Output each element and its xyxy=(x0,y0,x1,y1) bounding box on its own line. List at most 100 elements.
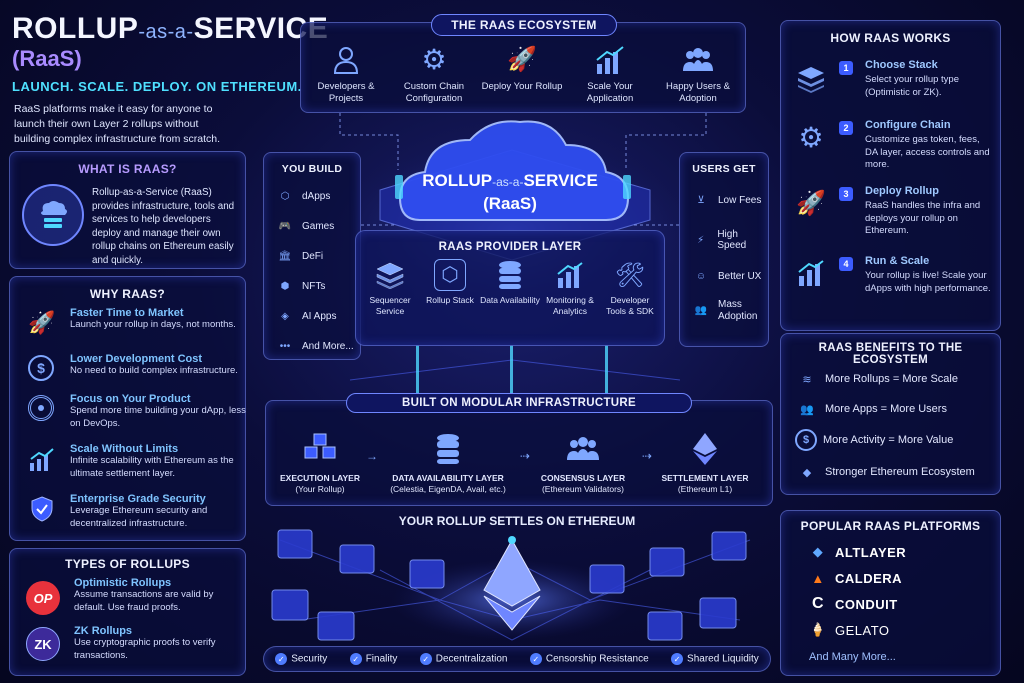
how-step-desc: Your rollup is live! Scale your dApps wi… xyxy=(865,270,991,294)
modular-item-execution: EXECUTION LAYER (Your Rollup) xyxy=(274,431,366,495)
feature-item: ✓Decentralization xyxy=(419,653,508,665)
check-icon: ✓ xyxy=(275,653,288,665)
why-item-title: Faster Time to Market xyxy=(70,307,184,319)
you-build-panel: YOU BUILD ⬡dApps 🎮Games 🏛DeFi ⬢NFTs ◈AI … xyxy=(263,152,361,360)
why-item-title: Focus on Your Product xyxy=(70,393,191,405)
benefit-label: More Rollups = More Scale xyxy=(825,373,958,385)
altlayer-logo-icon: ◆ xyxy=(812,544,824,559)
tagline: LAUNCH. SCALE. DEPLOY. ON ETHEREUM. xyxy=(12,79,302,94)
users-get-title: USERS GET xyxy=(692,163,756,175)
users-get-label: High Speed xyxy=(717,229,747,251)
you-build-item: 🏛 DeFi xyxy=(274,245,323,267)
modular-item-consensus: CONSENSUS LAYER (Ethereum Validators) xyxy=(528,431,638,495)
platform-item-gelato: 🍦GELATO xyxy=(807,619,890,641)
users-get-item: ☺Better UX xyxy=(690,265,761,287)
benefit-label: More Apps = More Users xyxy=(825,403,947,415)
modular-item-sub: (Celestia, EigenDA, Avail, etc.) xyxy=(390,484,506,494)
feature-label: Decentralization xyxy=(435,653,508,665)
types-of-rollups-panel: TYPES OF ROLLUPS OP Optimistic Rollups A… xyxy=(9,548,246,676)
benefit-item: ≋More Rollups = More Scale xyxy=(795,368,958,390)
stack-cloud-icon xyxy=(22,184,84,246)
users-get-label: Low Fees xyxy=(718,194,762,206)
zk-badge-icon: ZK xyxy=(26,627,60,661)
type-desc: Assume transactions are valid by default… xyxy=(74,589,214,613)
why-item-desc: Launch your rollup in days, not months. xyxy=(70,319,236,330)
down-arrow-circle-icon: ⊻ xyxy=(697,194,705,206)
type-desc: Use cryptographic proofs to verify trans… xyxy=(74,637,216,661)
feature-label: Shared Liquidity xyxy=(687,653,759,665)
what-is-raas-panel: WHAT IS RaaS? Rollup-as-a-Service (RaaS)… xyxy=(9,151,246,269)
platform-label: CALDERA xyxy=(835,570,903,586)
provider-layer-panel: RaaS PROVIDER LAYER Sequencer Service ⬡ … xyxy=(355,230,665,346)
feature-label: Censorship Resistance xyxy=(545,653,649,665)
type-title: ZK Rollups xyxy=(74,625,133,637)
modular-item-title: CONSENSUS LAYER xyxy=(540,473,626,483)
ethereum-icon: ◆ xyxy=(802,466,812,479)
layers-icon xyxy=(795,63,827,95)
title-part-as-a: -as-a- xyxy=(138,21,194,43)
how-step-desc: Select your rollup type (Optimistic or Z… xyxy=(865,74,959,98)
dollar-icon: $ xyxy=(28,355,54,381)
intro-description: RaaS platforms make it easy for anyone t… xyxy=(14,103,220,145)
provider-item: Sequencer Service xyxy=(360,259,420,317)
you-build-label: DeFi xyxy=(302,250,324,262)
page-subtitle: (RaaS) xyxy=(12,46,82,71)
cloud-title-rollup: ROLLUP xyxy=(422,171,493,190)
provider-title: RaaS PROVIDER LAYER xyxy=(438,241,582,253)
eco-step-label: Scale Your Application xyxy=(586,81,634,104)
arrow-right-icon: → xyxy=(366,449,378,463)
gear-icon: ⚙ xyxy=(421,44,447,75)
how-title: HOW RaaS WORKS xyxy=(830,31,951,45)
why-item-title: Enterprise Grade Security xyxy=(70,493,206,505)
why-item-desc: Infinite scalability with Ethereum as th… xyxy=(70,455,234,479)
users-group-icon xyxy=(681,43,715,77)
you-build-item: ◈AI Apps xyxy=(274,305,336,327)
gamepad-icon: 🎮 xyxy=(278,220,292,232)
modular-item-title: DATA AVAILABILITY LAYER xyxy=(392,473,504,483)
modular-item-title: EXECUTION LAYER xyxy=(280,473,360,483)
provider-item: Data Availability xyxy=(480,259,540,306)
why-item-desc: No need to build complex infrastructure. xyxy=(70,365,238,376)
nft-hexagon-icon: ⬢ xyxy=(280,280,290,292)
users-group-icon: 👥 xyxy=(800,403,814,416)
bank-icon: 🏛 xyxy=(278,250,292,262)
you-build-label: And More... xyxy=(302,340,354,352)
gear-icon: ⚙ xyxy=(798,121,824,153)
shield-check-icon xyxy=(28,495,56,523)
smiley-icon: ☺ xyxy=(695,270,707,282)
eco-step-label: Custom Chain Configuration xyxy=(403,81,465,104)
chart-growth-icon xyxy=(593,43,627,77)
step-number-badge: 4 xyxy=(839,257,853,271)
eco-step-scale: Scale Your Application xyxy=(565,43,655,105)
caldera-logo-icon: ▲ xyxy=(811,570,825,586)
platforms-panel: POPULAR RaaS PLATFORMS ◆ALTLAYER ▲CALDER… xyxy=(780,510,1001,676)
step-number-badge: 2 xyxy=(839,121,853,135)
modular-item-da: DATA AVAILABILITY LAYER (Celestia, Eigen… xyxy=(378,431,518,495)
eco-step-developers: Developers & Projects xyxy=(301,43,391,105)
ai-chip-icon: ◈ xyxy=(281,310,289,322)
modular-item-sub: (Ethereum L1) xyxy=(677,484,733,494)
types-title: TYPES OF ROLLUPS xyxy=(65,557,190,571)
how-raas-works-panel: HOW RaaS WORKS 1 Choose Stack Select you… xyxy=(780,20,1001,331)
ethereum-icon xyxy=(687,431,723,467)
feature-label: Finality xyxy=(365,653,398,665)
ethereum-logo-icon xyxy=(483,538,541,631)
provider-label: Developer Tools & SDK xyxy=(606,295,654,316)
modular-title: BUILT ON MODULAR INFRASTRUCTURE xyxy=(346,393,692,413)
settle-title: YOUR ROLLUP SETTLES ON ETHEREUM xyxy=(398,514,636,528)
cloud-title-service: SERVICE xyxy=(523,171,598,190)
users-group-icon: 👥 xyxy=(694,304,708,316)
how-step-2: ⚙ 2 Configure Chain Customize gas token,… xyxy=(793,119,993,181)
database-icon xyxy=(494,259,526,291)
users-get-panel: USERS GET ⊻Low Fees ⚡High Speed ☺Better … xyxy=(679,152,769,347)
why-title: WHY RaaS? xyxy=(89,287,166,301)
title-part-rollup: ROLLUP xyxy=(12,12,139,45)
how-step-desc: Customize gas token, fees, DA layer, acc… xyxy=(865,134,990,170)
chart-growth-icon xyxy=(28,445,56,473)
platforms-more: And Many More... xyxy=(809,651,896,663)
users-get-item: ⊻ Low Fees xyxy=(690,189,761,211)
developer-icon xyxy=(329,43,363,77)
what-text: Rollup-as-a-Service (RaaS) provides infr… xyxy=(92,187,235,266)
settle-features-bar: ✓Security ✓Finality ✓Decentralization ✓C… xyxy=(263,646,771,672)
users-get-item: 👥Mass Adoption xyxy=(690,299,762,323)
